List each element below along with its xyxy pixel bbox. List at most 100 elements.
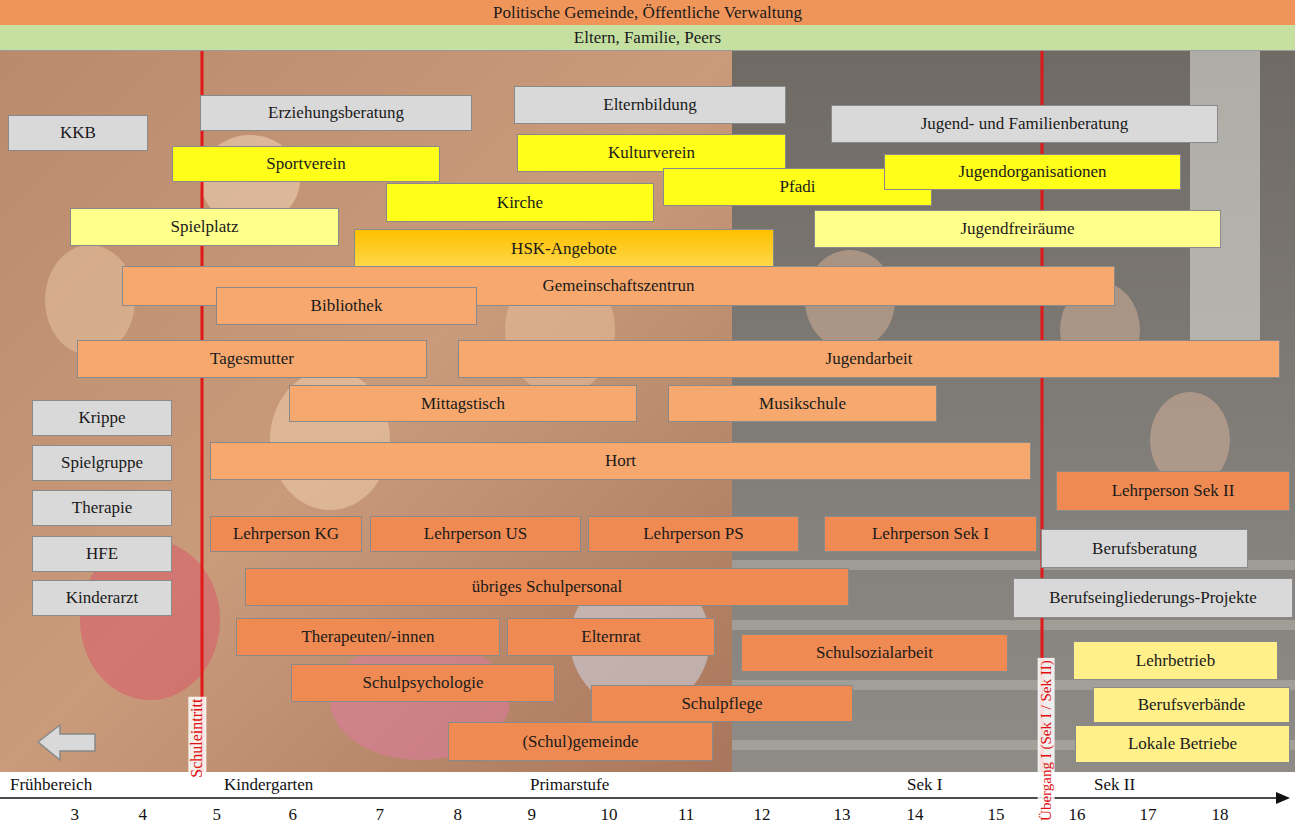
age-number: 5 xyxy=(211,805,224,825)
stage-label: Sek II xyxy=(1092,775,1137,795)
box-text: Jugend- und Familienberatung xyxy=(921,114,1129,134)
school-box: (Schul)gemeinde xyxy=(448,722,713,761)
box-text: Kirche xyxy=(497,193,543,213)
advice-box: Jugend- und Familienberatung xyxy=(831,105,1218,143)
box-text: Lehrperson KG xyxy=(233,524,339,544)
box-text: KKB xyxy=(60,123,96,143)
box-text: Jugendfreiräume xyxy=(960,219,1074,239)
box-text: Berufsverbände xyxy=(1138,695,1246,715)
box-text: Lehrperson Sek I xyxy=(872,524,989,544)
age-number: 16 xyxy=(1067,805,1088,825)
school-box: Schulsozialarbeit xyxy=(741,634,1008,672)
box-text: Berufseingliederungs-Projekte xyxy=(1049,588,1257,608)
early-box: HFE xyxy=(32,536,172,572)
age-number: 4 xyxy=(137,805,150,825)
career-box: Lehrbetrieb xyxy=(1073,641,1278,680)
leisure-box: Kirche xyxy=(386,183,654,222)
box-text: Jugendarbeit xyxy=(826,349,913,369)
box-text: Pfadi xyxy=(780,177,816,197)
youth-photo xyxy=(732,50,1295,772)
photo-steps xyxy=(732,50,1295,750)
photo-pillar xyxy=(1190,50,1260,350)
stage-label: Frühbereich xyxy=(8,775,94,795)
community-box: Musikschule xyxy=(668,385,937,422)
box-text: Tagesmutter xyxy=(210,349,294,369)
early-box: Krippe xyxy=(32,400,172,436)
stage-label: Sek I xyxy=(905,775,944,795)
stage-label: Primarstufe xyxy=(528,775,611,795)
box-text: Kinderarzt xyxy=(66,588,139,608)
box-text: Politische Gemeinde, Öffentliche Verwalt… xyxy=(493,3,802,23)
leisure-box: HSK-Angebote xyxy=(354,229,774,268)
career-box: Berufseingliederungs-Projekte xyxy=(1013,578,1293,618)
box-text: (Schul)gemeinde xyxy=(522,732,638,752)
box-text: Krippe xyxy=(78,408,125,428)
family-band: Eltern, Familie, Peers xyxy=(0,25,1295,51)
leisure-box: Jugendorganisationen xyxy=(884,154,1181,190)
career-box: Lokale Betriebe xyxy=(1075,725,1290,763)
box-text: Musikschule xyxy=(759,394,846,414)
community-box: Bibliothek xyxy=(216,287,477,325)
box-text: Jugendorganisationen xyxy=(959,162,1107,182)
box-text: Sportverein xyxy=(266,154,345,174)
box-text: Therapeuten/-innen xyxy=(301,627,434,647)
age-number: 13 xyxy=(832,805,853,825)
box-text: Spielgruppe xyxy=(61,453,143,473)
box-text: Therapie xyxy=(72,498,132,518)
leisure-box: Sportverein xyxy=(172,146,440,182)
early-box: Therapie xyxy=(32,490,172,526)
box-text: Lehrperson Sek II xyxy=(1112,481,1235,501)
advice-box: KKB xyxy=(8,115,148,151)
box-text: Lehrbetrieb xyxy=(1136,651,1215,671)
age-number: 9 xyxy=(526,805,539,825)
box-text: Spielplatz xyxy=(171,217,239,237)
box-text: Erziehungsberatung xyxy=(268,103,404,123)
age-number: 14 xyxy=(905,805,926,825)
age-number: 15 xyxy=(986,805,1007,825)
box-text: Schulsozialarbeit xyxy=(816,643,933,663)
community-box: Mittagstisch xyxy=(289,385,637,422)
community-box: Jugendarbeit xyxy=(458,340,1280,378)
school-box: Lehrperson PS xyxy=(588,516,799,552)
early-box: Spielgruppe xyxy=(32,445,172,481)
box-text: Lehrperson PS xyxy=(643,524,744,544)
box-text: Lokale Betriebe xyxy=(1128,734,1237,754)
box-text: Bibliothek xyxy=(311,296,383,316)
box-text: Berufsberatung xyxy=(1092,539,1197,559)
career-box: Berufsverbände xyxy=(1093,687,1290,723)
age-number: 8 xyxy=(452,805,465,825)
school-box: Therapeuten/-innen xyxy=(236,618,500,656)
community-box: Hort xyxy=(210,442,1031,480)
age-number: 7 xyxy=(374,805,387,825)
box-text: Gemeinschaftszentrun xyxy=(543,276,695,296)
school-box: übriges Schulpersonal xyxy=(245,568,849,606)
box-text: Elternbildung xyxy=(603,95,696,115)
children-photo xyxy=(0,50,732,772)
community-box: Tagesmutter xyxy=(77,340,427,378)
age-axis xyxy=(0,797,1280,799)
box-text: Kulturverein xyxy=(608,143,695,163)
school-box: Elternrat xyxy=(507,618,715,656)
axis-arrowhead xyxy=(1276,792,1290,804)
box-text: HFE xyxy=(86,544,118,564)
school-box: Lehrperson US xyxy=(370,516,581,552)
box-text: Schulpsychologie xyxy=(363,673,484,693)
box-text: Lehrperson US xyxy=(424,524,527,544)
leisure-box: Kulturverein xyxy=(517,134,786,172)
age-number: 18 xyxy=(1210,805,1231,825)
box-text: Eltern, Familie, Peers xyxy=(574,28,721,48)
advice-box: Erziehungsberatung xyxy=(200,95,472,131)
leisure-box: Jugendfreiräume xyxy=(814,210,1221,248)
photo-step xyxy=(732,620,1295,630)
age-number: 6 xyxy=(287,805,300,825)
box-text: HSK-Angebote xyxy=(511,239,617,259)
school-box: Schulpflege xyxy=(591,685,853,722)
school-box: Lehrperson KG xyxy=(210,516,362,552)
early-box: Kinderarzt xyxy=(32,580,172,616)
leisure-box: Spielplatz xyxy=(70,208,339,246)
box-text: Mittagstisch xyxy=(421,394,505,414)
school-box: Lehrperson Sek I xyxy=(824,516,1037,552)
age-number: 11 xyxy=(676,805,696,825)
authority-band: Politische Gemeinde, Öffentliche Verwalt… xyxy=(0,0,1295,26)
age-number: 3 xyxy=(69,805,82,825)
